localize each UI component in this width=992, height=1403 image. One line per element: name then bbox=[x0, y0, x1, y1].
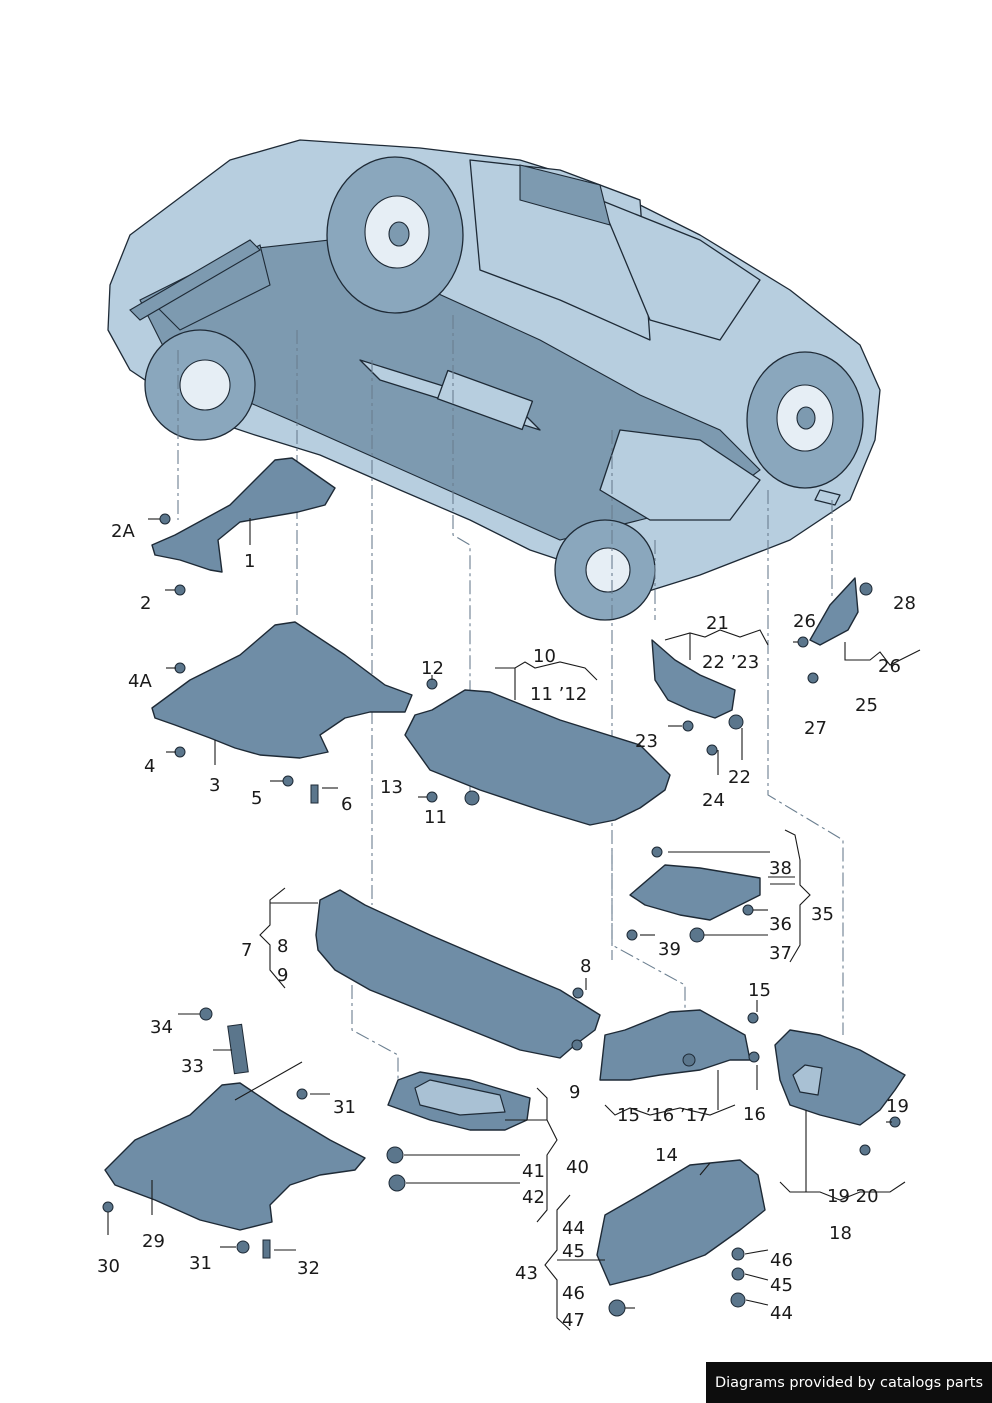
label-12: 12 bbox=[421, 658, 444, 679]
label-34: 34 bbox=[150, 1017, 173, 1038]
rear-right-wheel bbox=[746, 351, 864, 489]
label-24: 24 bbox=[702, 790, 725, 811]
label-46b: 46 bbox=[770, 1250, 793, 1271]
front-left-wheel bbox=[326, 156, 464, 314]
label-18: 18 bbox=[829, 1223, 852, 1244]
label-42: 42 bbox=[522, 1187, 545, 1208]
label-44b: 44 bbox=[770, 1303, 793, 1324]
label-7: 7 bbox=[241, 940, 252, 961]
label-41: 41 bbox=[522, 1161, 545, 1182]
label-28: 28 bbox=[893, 593, 916, 614]
front-right-wheel bbox=[144, 329, 256, 441]
label-38: 38 bbox=[769, 858, 792, 879]
label-6: 6 bbox=[341, 794, 352, 815]
label-19-20: 19 20 bbox=[827, 1186, 879, 1207]
leader-lines bbox=[107, 518, 921, 1331]
label-8a: 8 bbox=[277, 936, 288, 957]
label-23: 23 bbox=[635, 731, 658, 752]
label-5: 5 bbox=[251, 788, 262, 809]
label-22: 22 bbox=[728, 767, 751, 788]
label-47: 47 bbox=[562, 1310, 585, 1331]
label-26a: 26 bbox=[793, 611, 816, 632]
part-21-bracket bbox=[651, 639, 736, 719]
label-29: 29 bbox=[142, 1231, 165, 1252]
label-16: 16 bbox=[743, 1104, 766, 1125]
label-4: 4 bbox=[144, 756, 155, 777]
label-19: 19 bbox=[886, 1096, 909, 1117]
clip-2A bbox=[159, 513, 171, 525]
label-44a: 44 bbox=[562, 1218, 585, 1239]
label-33: 33 bbox=[181, 1056, 204, 1077]
part-1-cover bbox=[151, 457, 336, 573]
label-11-12: 11 ’12 bbox=[530, 684, 587, 705]
part-25-bracket bbox=[809, 577, 859, 646]
label-35: 35 bbox=[811, 904, 834, 925]
car-underbody bbox=[107, 139, 881, 621]
part-labels: 2A 1 2 4A 4 3 5 6 12 10 11 ’12 13 11 21 … bbox=[97, 521, 916, 1331]
label-3: 3 bbox=[209, 775, 220, 796]
reference-lines bbox=[177, 315, 844, 1085]
part-29-engine-shield bbox=[104, 1082, 366, 1231]
label-45a: 45 bbox=[562, 1241, 585, 1262]
watermark-banner: Diagrams provided by catalogs parts bbox=[706, 1362, 992, 1403]
label-45b: 45 bbox=[770, 1275, 793, 1296]
part-10-center-shield bbox=[404, 689, 671, 826]
label-26b: 26 bbox=[878, 656, 901, 677]
label-14: 14 bbox=[655, 1145, 678, 1166]
label-43: 43 bbox=[515, 1263, 538, 1284]
label-21: 21 bbox=[706, 613, 729, 634]
part-18-rear-shield bbox=[774, 1029, 906, 1126]
label-22-23: 22 ’23 bbox=[702, 652, 759, 673]
part-35-shield bbox=[629, 864, 761, 921]
part-3-engine-shield bbox=[151, 621, 413, 759]
label-39: 39 bbox=[658, 939, 681, 960]
label-11: 11 bbox=[424, 807, 447, 828]
label-27: 27 bbox=[804, 718, 827, 739]
part-15-shield bbox=[599, 1009, 751, 1081]
bolt-2 bbox=[174, 584, 186, 596]
label-4A: 4A bbox=[128, 671, 152, 692]
label-2: 2 bbox=[140, 593, 151, 614]
label-1: 1 bbox=[244, 551, 255, 572]
label-31a: 31 bbox=[333, 1097, 356, 1118]
label-31b: 31 bbox=[189, 1253, 212, 1274]
label-15: 15 bbox=[748, 980, 771, 1001]
part-7-underbody-shield bbox=[315, 889, 601, 1059]
label-30: 30 bbox=[97, 1256, 120, 1277]
label-32: 32 bbox=[297, 1258, 320, 1279]
label-36: 36 bbox=[769, 914, 792, 935]
label-40: 40 bbox=[566, 1157, 589, 1178]
label-37: 37 bbox=[769, 943, 792, 964]
label-9b: 9 bbox=[569, 1082, 580, 1103]
label-46a: 46 bbox=[562, 1283, 585, 1304]
part-43-shield bbox=[596, 1159, 766, 1286]
label-9a: 9 bbox=[277, 965, 288, 986]
label-15-16-17: 15 ’16 ’17 bbox=[617, 1105, 709, 1126]
rear-left-wheel bbox=[554, 519, 656, 621]
label-25: 25 bbox=[855, 695, 878, 716]
label-10: 10 bbox=[533, 646, 556, 667]
label-2A: 2A bbox=[111, 521, 135, 542]
label-8b: 8 bbox=[580, 956, 591, 977]
label-13: 13 bbox=[380, 777, 403, 798]
